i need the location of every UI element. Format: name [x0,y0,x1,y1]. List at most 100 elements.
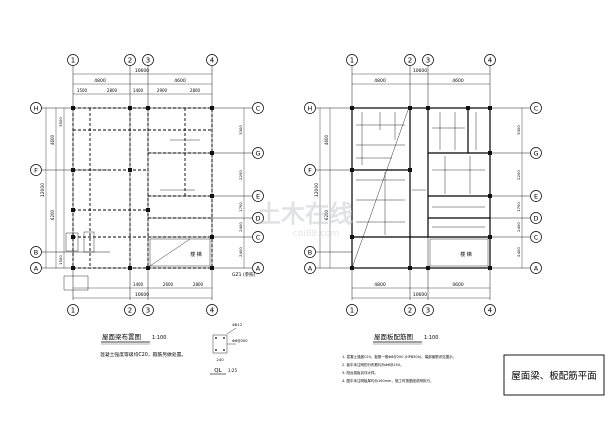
plan-title: 屋面梁布置图 [102,332,141,341]
title-block-text: 屋面梁、板配筋平面 [511,370,597,382]
dim-text: 4600 [452,78,464,84]
dim-text: 4600 [174,78,186,84]
right-plan-notes: 1. 混凝土强度C20，板筋一般Φ8@200 (HPB300)，端部钢筋详见图示… [342,354,456,383]
left-columns [71,106,214,270]
dim-text: 4600 [50,134,55,145]
axis-label: 1 [71,57,75,65]
axis-label: A [256,265,261,273]
right-left-dimensions: 12000 4600 6200 [314,108,331,268]
right-columns [350,106,492,270]
axis-label: C [534,105,539,113]
dim-text: 2400 [516,247,521,257]
dim-text: 10600 [135,292,149,298]
left-bottom-axes: 1400 2600 2800 10600 1 2 3 4 [67,282,218,316]
axis-label: 3 [426,307,430,315]
detail-scale: 1:25 [228,368,237,373]
axis-label: E [256,193,260,201]
dim-text: 2400 [238,222,243,232]
right-plan-title: 屋面板配筋图 1:100 [373,332,438,345]
detail-section-text: 240 [216,357,224,362]
right-plan: 1 2 3 4 10600 4800 4600 H F B A [304,54,542,383]
dim-text: 12000 [314,183,320,197]
axis-label: E [534,193,538,201]
right-slab-outlines [351,107,491,269]
dim-text: 1500 [77,88,88,93]
right-left-axes: H F B A [304,102,316,274]
axis-bubble [67,54,79,66]
axis-label: 2 [408,307,412,315]
axis-bubble [124,54,136,66]
axis-label: G [533,150,538,158]
dim-text: 10600 [413,68,427,74]
note-line: 4. 图中未注明板厚均为100mm，施工时按图纸说明执行。 [342,378,433,383]
left-plan: 1 2 3 4 10600 4800 4600 1500 2800 1400 2… [30,54,264,375]
axis-label: A [308,265,313,273]
axis-label: 1 [350,57,354,65]
axis-label: B [308,249,312,257]
right-reinforcement [351,109,485,269]
right-bottom-axes: 4800 4600 10600 1 2 3 4 [346,282,496,316]
axis-label: 4 [210,57,215,65]
note-line: 1. 混凝土强度C20，板筋一般Φ8@200 (HPB300)，端部钢筋详见图示… [342,354,456,359]
axis-label: C [256,234,261,242]
dim-text: 2800 [190,88,201,93]
axis-bubble [142,54,154,66]
left-plan-title: 屋面梁布置图 1:100 混凝土强度等级均C20，箍筋另做处置。 [100,332,186,358]
dim-text: 4600 [452,282,464,288]
axis-label: C [256,105,261,113]
axis-label: H [308,105,313,113]
axis-label: 3 [146,307,150,315]
dim-text: 2800 [107,88,118,93]
title-block: 屋面梁、板配筋平面 [503,354,605,396]
axis-label: 1 [350,307,354,315]
axis-bubble [206,54,218,66]
note-line: 3. 阳台挑板另详大样。 [342,370,378,375]
left-right-dimensions: 3300 2200 1700 2400 2400 [238,108,245,268]
axis-label: A [34,265,39,273]
right-right-dimensions: 3300 2200 1700 2400 2400 [516,108,523,268]
axis-label: A [534,265,539,273]
right-top-axes: 1 2 3 4 [346,54,496,66]
left-left-dimensions: 12000 4600 6200 3500 1500 [40,108,65,268]
dim-text: 2900 [157,88,168,93]
axis-label: C [534,234,539,242]
plan-scale: 1:100 [152,335,166,341]
dim-text: 12000 [40,183,46,197]
axis-label: 4 [210,307,215,315]
left-beam-tags [63,139,200,291]
left-left-axes: H F B A [30,102,42,274]
dim-text: 3500 [58,117,63,127]
axis-label: 1 [71,307,75,315]
plan-scale: 1:100 [424,335,438,341]
axis-label: F [308,167,312,175]
dim-text: 6200 [50,209,55,220]
stair-label: 楼 梯 [460,251,472,258]
dim-text: 1700 [516,202,521,212]
watermark-sub: coi88.com [293,229,340,239]
ql-detail: 4Φ12 Φ6@200 240 QL 1:25 [210,322,248,375]
left-beams [72,107,213,269]
dim-text: 10600 [135,68,149,74]
dim-text: 10600 [413,292,427,298]
axis-label: 2 [128,307,132,315]
dim-text: 4600 [324,134,329,145]
dim-text: 2400 [516,222,521,232]
dim-text: 6200 [324,209,329,220]
plan-title: 屋面板配筋图 [374,332,413,341]
left-grid [42,66,252,300]
axis-label: 3 [146,57,150,65]
dim-text: 4800 [374,282,386,288]
axis-label: F [34,167,38,175]
left-top-dimensions: 10600 4800 4600 1500 2800 1400 2900 2800 [73,68,212,95]
detail-bar-text: 4Φ12 [232,322,243,327]
dim-text: 4800 [94,78,106,84]
axis-label: G [255,150,260,158]
axis-label: H [34,105,39,113]
axis-label: 4 [488,57,493,65]
axis-label: D [255,215,260,223]
dim-text: 2200 [238,170,243,180]
dim-text: 2400 [238,247,243,257]
gz-label: GZ1 (参照) [232,271,256,278]
